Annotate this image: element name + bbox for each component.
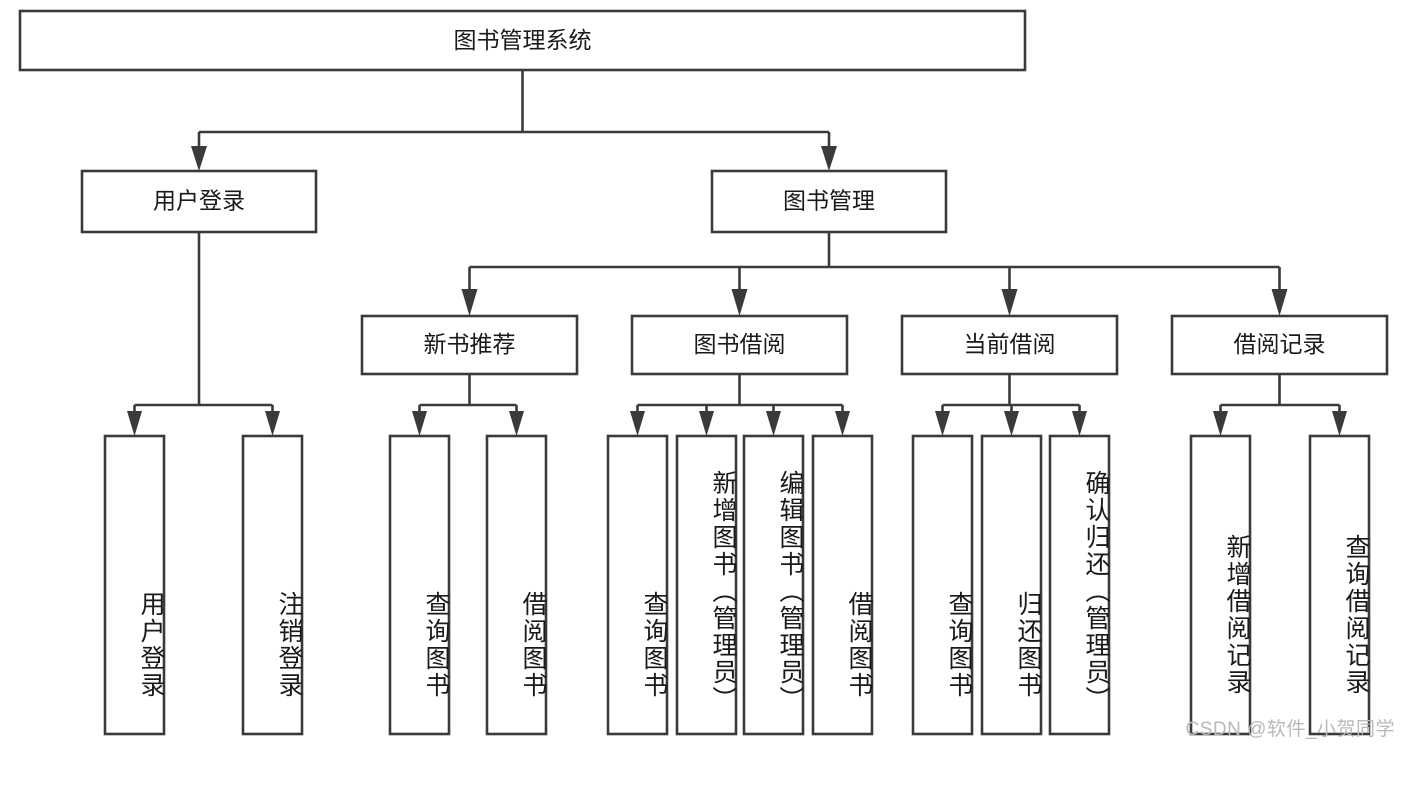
node-current-borrow[interactable]: 当前借阅 <box>900 314 1119 376</box>
arrow-head-icon <box>1072 411 1087 436</box>
diagram-root: 图书管理系统 用户登录 图书管理 新书推荐 图书借阅 当前借阅 借阅记录 <box>18 9 1395 740</box>
arrow-head-icon <box>461 289 478 316</box>
leaf-box-query-book-1[interactable] <box>388 434 451 736</box>
node-new-book-recommend[interactable]: 新书推荐 <box>360 314 579 376</box>
leaf-box-edit-book-admin[interactable] <box>742 434 805 736</box>
node-borrow-record[interactable]: 借阅记录 <box>1170 314 1389 376</box>
arrow-head-icon <box>191 146 207 171</box>
arrow-head-icon <box>731 289 748 316</box>
connector-borrow-record-to-leaves <box>1213 374 1347 436</box>
arrow-head-icon <box>509 411 524 436</box>
leaf-box-query-book-2[interactable] <box>606 434 669 736</box>
arrow-head-icon <box>127 411 142 436</box>
node-new-book-recommend-label: 新书推荐 <box>424 331 516 357</box>
diagram-canvas: 图书管理系统 用户登录 图书管理 新书推荐 图书借阅 当前借阅 借阅记录 <box>18 9 1389 736</box>
connector-user-login-to-leaves <box>127 232 280 436</box>
node-current-borrow-label: 当前借阅 <box>964 331 1056 357</box>
arrow-head-icon <box>835 411 850 436</box>
leaf-box-add-borrow-record[interactable] <box>1189 434 1252 736</box>
csdn-watermark: CSDN @软件_小贺同学 <box>1185 719 1395 740</box>
node-user-login[interactable]: 用户登录 <box>80 169 318 234</box>
arrow-head-icon <box>935 411 950 436</box>
node-book-borrow[interactable]: 图书借阅 <box>630 314 849 376</box>
leaf-box-query-book-3[interactable] <box>911 434 974 736</box>
arrow-head-icon <box>766 411 781 436</box>
arrow-head-icon <box>630 411 645 436</box>
node-book-management-label: 图书管理 <box>783 188 875 214</box>
leaf-box-confirm-return-admin[interactable] <box>1048 434 1111 736</box>
arrow-head-icon <box>1332 411 1347 436</box>
arrow-head-icon <box>1271 289 1288 316</box>
node-book-management[interactable]: 图书管理 <box>710 169 948 234</box>
node-root[interactable]: 图书管理系统 <box>18 9 1027 72</box>
connector-level2-to-level3 <box>461 232 1288 316</box>
leaf-box-query-borrow-record[interactable] <box>1308 434 1371 736</box>
arrow-head-icon <box>1004 411 1019 436</box>
arrow-head-icon <box>1213 411 1228 436</box>
leaf-box-return-book[interactable] <box>980 434 1043 736</box>
arrow-head-icon <box>699 411 714 436</box>
node-book-borrow-label: 图书借阅 <box>694 331 786 357</box>
arrow-head-icon <box>821 146 837 171</box>
arrow-head-icon <box>265 411 280 436</box>
connector-current-borrow-to-leaves <box>935 374 1087 436</box>
connector-root-to-level2 <box>191 70 837 171</box>
arrow-head-icon <box>1001 289 1018 316</box>
node-root-label: 图书管理系统 <box>454 27 592 53</box>
node-user-login-label: 用户登录 <box>153 188 245 214</box>
arrow-head-icon <box>412 411 427 436</box>
connector-new-book-to-leaves <box>412 374 524 436</box>
leaf-box-add-book-admin[interactable] <box>675 434 738 736</box>
node-borrow-record-label: 借阅记录 <box>1234 331 1326 357</box>
leaf-box-logout[interactable] <box>241 434 304 736</box>
leaf-box-borrow-book-2[interactable] <box>811 434 874 736</box>
leaf-box-borrow-book-1[interactable] <box>485 434 548 736</box>
leaf-box-user-login[interactable] <box>103 434 166 736</box>
connector-borrow-to-leaves <box>630 374 850 436</box>
leaf-node-boxes <box>103 434 1371 736</box>
